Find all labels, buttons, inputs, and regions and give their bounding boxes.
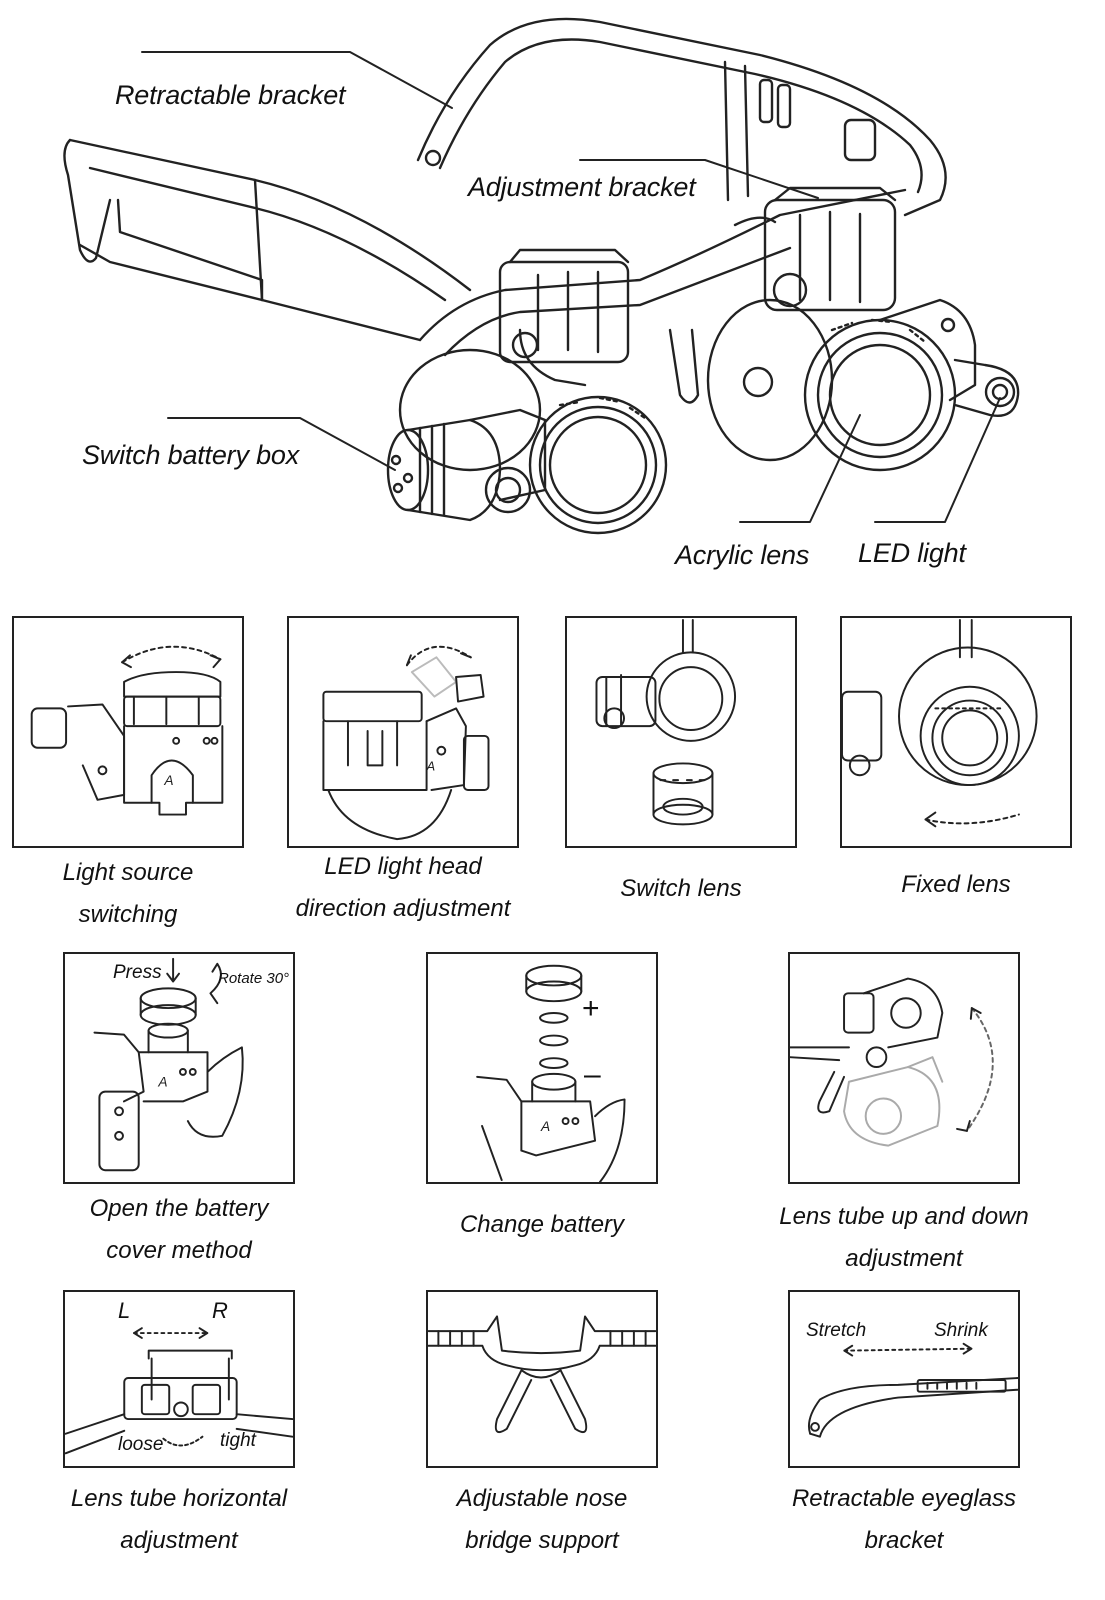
caption-line1: Change battery — [459, 1211, 625, 1238]
caption-line2: bracket — [864, 1527, 944, 1554]
panel-fixed-lens — [840, 616, 1072, 848]
leader-acrylic — [739, 414, 861, 523]
panel-open-battery-cover: A — [63, 952, 295, 1184]
caption-line1: LED light head — [324, 853, 482, 880]
caption-line1: Open the battery — [89, 1195, 269, 1222]
callout-led-light: LED light — [858, 538, 966, 568]
callout-switch-battery-box: Switch battery box — [82, 440, 300, 470]
caption-line1: Retractable eyeglass — [791, 1485, 1017, 1512]
panel-change-battery: A — [426, 952, 658, 1184]
caption-line2: cover method — [106, 1237, 252, 1264]
label-press: Press — [113, 962, 162, 983]
callout-acrylic-lens: Acrylic lens — [675, 540, 810, 570]
leader-battery — [167, 417, 396, 471]
label-rotate: Rotate 30° — [218, 970, 290, 987]
label-shrink: Shrink — [934, 1320, 988, 1341]
caption-line2: bridge support — [465, 1527, 619, 1554]
caption-fixed-lens: Fixed lens — [840, 864, 1072, 906]
caption-line1: Adjustable nose — [456, 1485, 628, 1512]
label-plus: + — [582, 992, 600, 1025]
label-tight: tight — [220, 1430, 256, 1451]
caption-line1: Fixed lens — [901, 871, 1011, 898]
panel-lens-tube-up-down — [788, 952, 1020, 1184]
panel-retractable-eyeglass — [788, 1290, 1020, 1468]
panel-led-head-direction: A — [287, 616, 519, 848]
caption-line2: adjustment — [845, 1245, 963, 1272]
caption-lens-tube-up-down: Lens tube up and down adjustment — [763, 1196, 1045, 1280]
caption-line1: Lens tube horizontal — [70, 1485, 288, 1512]
svg-text:A: A — [163, 773, 173, 788]
caption-line2: adjustment — [120, 1527, 238, 1554]
svg-text:A: A — [426, 758, 436, 773]
leader-adjustment — [579, 159, 819, 199]
panel-light-source-switching: A — [12, 616, 244, 848]
label-left: L — [118, 1298, 131, 1323]
leader-led — [874, 397, 1001, 523]
caption-open-battery-cover: Open the battery cover method — [38, 1188, 320, 1272]
caption-retractable-eyeglass: Retractable eyeglass bracket — [763, 1478, 1045, 1562]
label-right: R — [212, 1298, 228, 1323]
panel-lens-tube-horizontal — [63, 1290, 295, 1468]
panel-nose-bridge — [426, 1290, 658, 1468]
caption-nose-bridge: Adjustable nose bridge support — [401, 1478, 683, 1562]
leader-retractable — [141, 51, 453, 109]
svg-text:A: A — [540, 1119, 550, 1134]
caption-change-battery: Change battery — [401, 1204, 683, 1246]
caption-line1: Lens tube up and down — [779, 1203, 1029, 1230]
svg-text:A: A — [157, 1075, 167, 1090]
label-loose: loose — [118, 1434, 164, 1455]
caption-line2: switching — [78, 901, 178, 928]
caption-line1: Light source — [62, 859, 194, 886]
label-stretch: Stretch — [806, 1320, 867, 1341]
caption-led-head-direction: LED light head direction adjustment — [262, 846, 544, 930]
caption-line1: Switch lens — [620, 875, 742, 902]
callout-adjustment-bracket: Adjustment bracket — [468, 172, 696, 202]
caption-lens-tube-horizontal: Lens tube horizontal adjustment — [38, 1478, 320, 1562]
caption-switch-lens: Switch lens — [565, 868, 797, 910]
panel-switch-lens — [565, 616, 797, 848]
callout-retractable-bracket: Retractable bracket — [115, 80, 346, 110]
label-minus: – — [584, 1058, 601, 1091]
caption-light-source-switching: Light source switching — [12, 852, 244, 936]
caption-line2: direction adjustment — [295, 895, 511, 922]
magnifier-glasses-illustration — [0, 0, 1105, 600]
